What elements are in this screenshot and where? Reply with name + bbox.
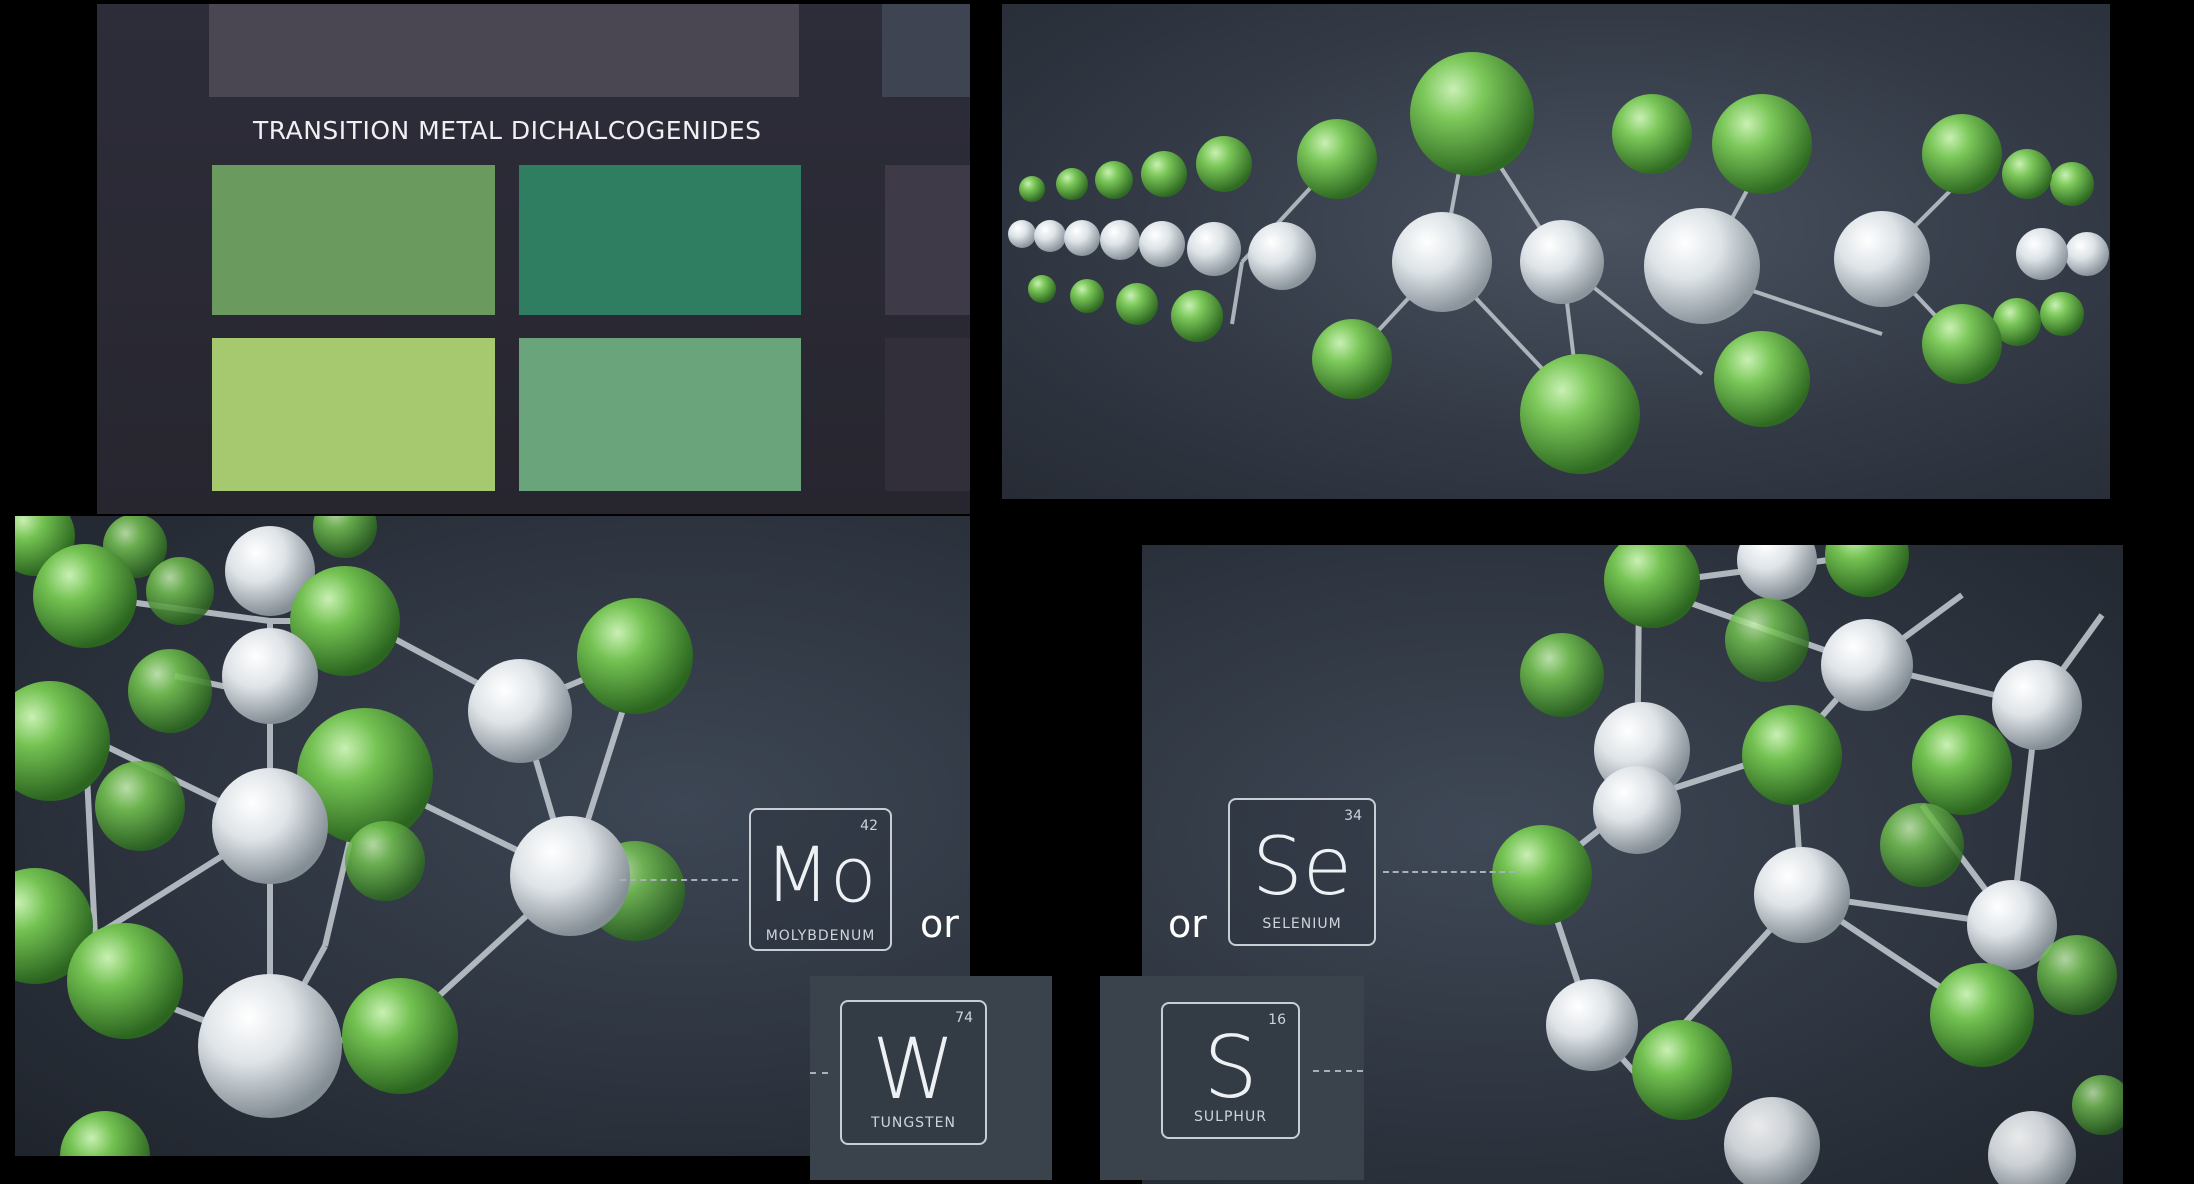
se-leader-line bbox=[1383, 871, 1515, 873]
element-card-molybdenum: 42 Mo MOLYBDENUM bbox=[749, 808, 892, 951]
mo-leader-line bbox=[620, 879, 738, 881]
s-leader-line bbox=[1313, 1070, 1363, 1072]
lattice-illustration bbox=[1008, 52, 2109, 474]
atomic-number: 16 bbox=[1268, 1012, 1286, 1028]
element-name: SELENIUM bbox=[1262, 916, 1342, 932]
green-tile-1 bbox=[212, 165, 495, 315]
atomic-number: 42 bbox=[860, 818, 878, 834]
element-name: TUNGSTEN bbox=[871, 1115, 956, 1131]
side-tile-2 bbox=[885, 338, 970, 491]
top-banner-block bbox=[209, 4, 799, 97]
element-name: SULPHUR bbox=[1194, 1109, 1267, 1125]
lattice-panel bbox=[1002, 4, 2110, 499]
atomic-number: 34 bbox=[1344, 808, 1362, 824]
side-tile-1 bbox=[885, 165, 970, 315]
atomic-number: 74 bbox=[955, 1010, 973, 1026]
w-leader-line bbox=[810, 1072, 828, 1074]
element-symbol: W bbox=[871, 1020, 956, 1118]
element-symbol: Mo bbox=[764, 830, 877, 919]
element-symbol: S bbox=[1203, 1018, 1258, 1118]
green-tile-3 bbox=[212, 338, 495, 491]
selenium-panel bbox=[1142, 545, 2123, 1184]
green-tile-4 bbox=[519, 338, 801, 491]
element-name: MOLYBDENUM bbox=[765, 928, 876, 944]
green-tile-2 bbox=[519, 165, 801, 315]
right-edge-block bbox=[882, 4, 970, 97]
tmd-panel: TRANSITION METAL DICHALCOGENIDES bbox=[97, 4, 970, 514]
molecule-illustration-left bbox=[15, 516, 693, 1156]
tungsten-inset bbox=[810, 976, 1052, 1180]
tmd-heading: TRANSITION METAL DICHALCOGENIDES bbox=[253, 116, 762, 145]
or-label-left: or bbox=[920, 902, 959, 946]
element-card-tungsten: 74 W TUNGSTEN bbox=[840, 1000, 987, 1145]
element-card-selenium: 34 Se SELENIUM bbox=[1228, 798, 1376, 946]
element-symbol: Se bbox=[1252, 820, 1352, 913]
element-card-sulphur: 16 S SULPHUR bbox=[1161, 1002, 1300, 1139]
sulphur-inset bbox=[1100, 976, 1364, 1180]
or-label-right: or bbox=[1168, 902, 1207, 946]
molecule-illustration-right bbox=[1492, 545, 2123, 1184]
